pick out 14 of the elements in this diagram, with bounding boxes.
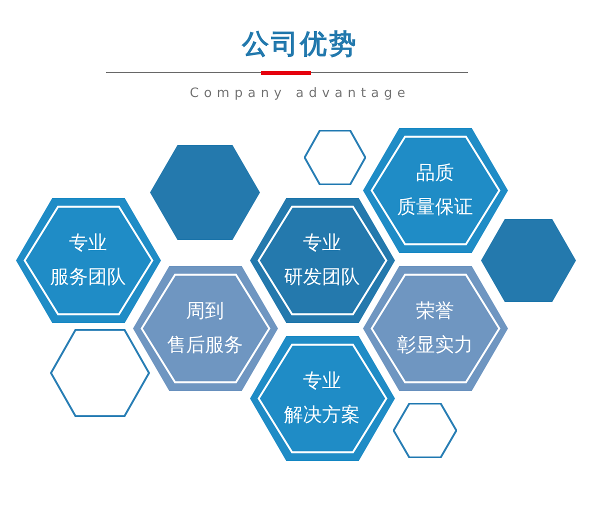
- tile-text: 质量保证: [397, 195, 473, 220]
- tile-heading: 专业: [303, 369, 341, 394]
- tile-heading: 品质: [416, 161, 454, 186]
- tile-text: 解决方案: [284, 403, 360, 428]
- tile-text: 研发团队: [284, 265, 360, 290]
- title: 公司优势: [242, 29, 358, 60]
- tile-text: 彰显实力: [397, 333, 473, 358]
- tile-text: 售后服务: [167, 333, 243, 358]
- tile-heading: 专业: [69, 231, 107, 256]
- tile-text: 服务团队: [50, 265, 126, 290]
- subtitle: Company advantage: [190, 86, 410, 101]
- tile-heading: 专业: [303, 231, 341, 256]
- tile-heading: 周到: [186, 299, 224, 324]
- tile-heading: 荣誉: [416, 299, 454, 324]
